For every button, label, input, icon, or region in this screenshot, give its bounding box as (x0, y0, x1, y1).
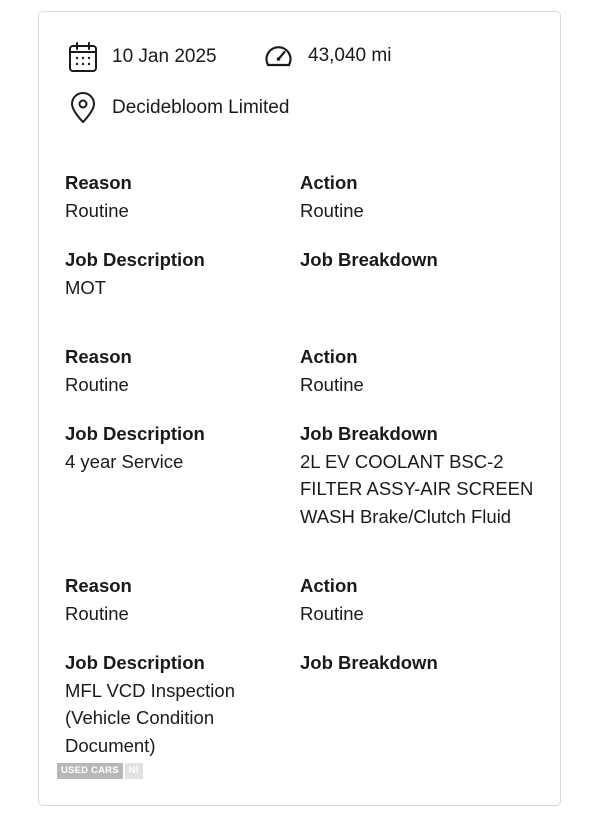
job-description-label: Job Description (65, 423, 205, 444)
job-breakdown-label: Job Breakdown (300, 652, 438, 673)
job-1-breakdown: Job Breakdown (300, 246, 438, 274)
watermark: USED CARS NI (57, 763, 143, 779)
action-label: Action (300, 346, 358, 367)
calendar-icon (68, 41, 98, 73)
action-value: Routine (300, 602, 364, 624)
job-3-breakdown: Job Breakdown (300, 649, 438, 677)
job-2-description: Job Description 4 year Service (65, 420, 205, 475)
job-description-value: MFL VCD Inspection (Vehicle Condition Do… (65, 679, 235, 756)
job-description-value: MOT (65, 276, 107, 298)
speedometer-icon (263, 41, 294, 71)
job-1-action: Action Routine (300, 169, 364, 224)
action-label: Action (300, 575, 358, 596)
service-date-text: 10 Jan 2025 (112, 46, 217, 67)
job-breakdown-label: Job Breakdown (300, 249, 438, 270)
reason-value: Routine (65, 602, 129, 624)
watermark-secondary: NI (124, 763, 143, 779)
job-2-action: Action Routine (300, 343, 364, 398)
job-breakdown-value: 2L EV COOLANT BSC-2 FILTER ASSY-AIR SCRE… (300, 450, 534, 527)
watermark-primary: USED CARS (57, 763, 123, 779)
job-3-reason: Reason Routine (65, 572, 132, 627)
job-breakdown-label: Job Breakdown (300, 423, 438, 444)
service-garage-text: Decidebloom Limited (112, 97, 290, 118)
job-description-value: 4 year Service (65, 450, 184, 472)
reason-label: Reason (65, 575, 132, 596)
job-1-description: Job Description MOT (65, 246, 205, 301)
action-value: Routine (300, 199, 364, 221)
job-1-reason: Reason Routine (65, 169, 132, 224)
job-2-reason: Reason Routine (65, 343, 132, 398)
service-mileage: 43,040 mi (263, 41, 391, 71)
reason-label: Reason (65, 172, 132, 193)
service-date: 10 Jan 2025 (68, 41, 217, 73)
job-3-action: Action Routine (300, 572, 364, 627)
service-garage: Decidebloom Limited (68, 92, 289, 124)
reason-value: Routine (65, 199, 129, 221)
job-2-breakdown: Job Breakdown 2L EV COOLANT BSC-2 FILTER… (300, 420, 533, 530)
action-value: Routine (300, 373, 364, 395)
location-pin-icon (68, 92, 98, 124)
job-description-label: Job Description (65, 249, 205, 270)
job-description-label: Job Description (65, 652, 205, 673)
service-history-card (38, 11, 561, 806)
service-mileage-text: 43,040 mi (308, 45, 392, 66)
job-3-description: Job Description MFL VCD Inspection (Vehi… (65, 649, 235, 759)
reason-value: Routine (65, 373, 129, 395)
reason-label: Reason (65, 346, 132, 367)
action-label: Action (300, 172, 358, 193)
